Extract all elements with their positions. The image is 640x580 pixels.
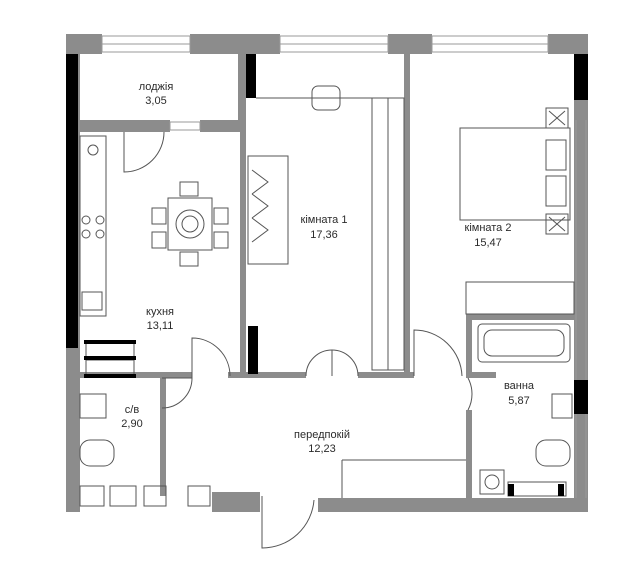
room-labels: лоджія 3,05 кухня 13,11 кімната 1 17,36 … [121,81,535,455]
room-area-room1: 17,36 [310,229,338,241]
room-name-loggia: лоджія [139,81,174,93]
room-name-hall: передпокій [294,429,350,441]
columns [66,54,588,414]
room-name-room1: кімната 1 [301,214,348,226]
furniture [79,85,575,507]
appliances [84,340,564,496]
windows [101,35,587,498]
room-name-room2: кімната 2 [465,222,512,234]
room-area-wc: 2,90 [121,418,142,430]
room-name-wc: с/в [125,404,140,416]
doors [123,131,473,549]
room-area-room2: 15,47 [474,237,502,249]
room-area-hall: 12,23 [308,443,336,455]
room-area-bathroom: 5,87 [508,395,529,407]
room-area-loggia: 3,05 [145,95,166,107]
room-area-kitchen: 13,11 [147,320,174,332]
room-name-bathroom: ванна [504,380,535,392]
room-name-kitchen: кухня [146,306,174,318]
